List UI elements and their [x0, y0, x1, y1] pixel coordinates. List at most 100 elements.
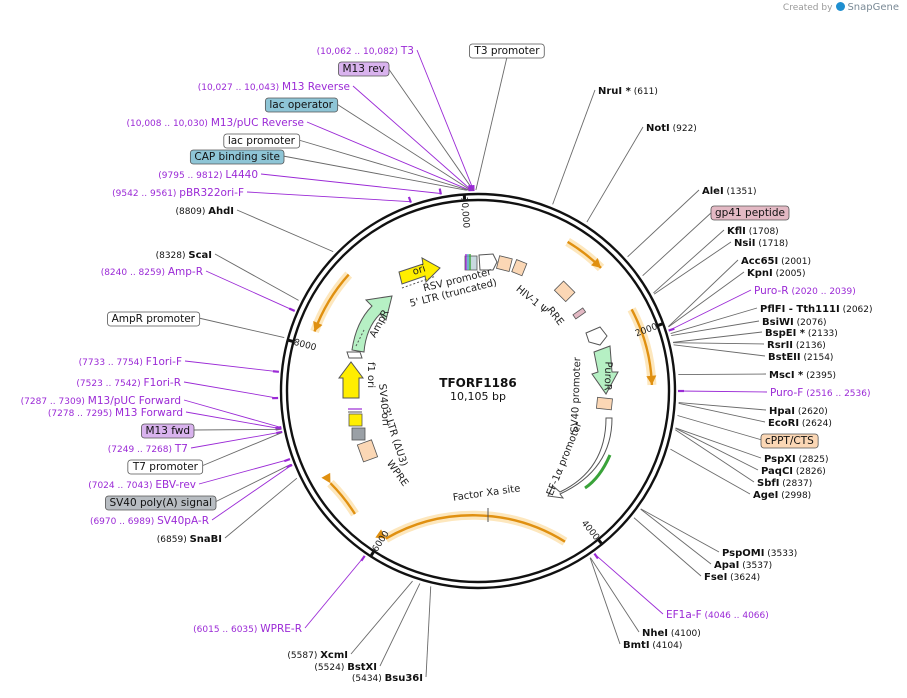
- callout-position: (2020 .. 2039): [789, 287, 856, 297]
- inner-feature-label: SV40 promoter: [570, 356, 584, 433]
- ampr-arrow: [352, 296, 392, 352]
- callout-position: (1718): [755, 239, 788, 249]
- callout-label: (5434) Bsu36I: [352, 673, 423, 684]
- callout-position: (2620): [795, 407, 828, 417]
- callout-agei: AgeI (2998): [753, 490, 811, 501]
- callout-position: (2136): [793, 341, 826, 351]
- callout-leader: [185, 361, 278, 372]
- callout-label: BsiWI (2076): [762, 317, 827, 328]
- callout-leader: [186, 412, 281, 429]
- callout-name: lac promoter: [228, 135, 296, 147]
- callout-position: (2154): [801, 353, 834, 363]
- callout-position: (922): [670, 124, 697, 134]
- callout-label: (7249 .. 7268) T7: [108, 443, 188, 455]
- callout-name: KflI: [727, 226, 746, 237]
- callout-position: (7523 .. 7542): [76, 379, 143, 389]
- callout-label: (7024 .. 7043) EBV-rev: [88, 479, 196, 491]
- inner-feature-label: f1 ori: [365, 362, 376, 388]
- sv40-promoter-arrow: [586, 327, 607, 345]
- callout-pspomi: PspOMI (3533): [722, 548, 797, 559]
- callout-bsteii: BstEII (2154): [768, 352, 833, 363]
- callout-m13-fwd: M13 fwd: [141, 424, 194, 438]
- callout-name: FseI: [704, 572, 727, 583]
- callout-leader: [676, 428, 761, 458]
- callout-nhei: NheI (4100): [642, 628, 701, 639]
- callout-name: AleI: [702, 186, 724, 197]
- callout-leader: [587, 127, 643, 222]
- callout-label: T7 promoter: [132, 461, 199, 473]
- ltr-box: [465, 256, 477, 270]
- callout-label: FseI (3624): [704, 572, 760, 583]
- inner-feature-label: RRE: [544, 305, 565, 328]
- callout-pbr322ori-f: (9542 .. 9561) pBR322ori-F: [112, 187, 244, 199]
- callout-m13-puc-reverse: (10,008 .. 10,030) M13/pUC Reverse: [127, 117, 305, 129]
- callout-name: EcoRI: [768, 418, 799, 429]
- callout-position: (2005): [773, 269, 806, 279]
- callout-label: lac promoter: [228, 135, 296, 147]
- callout-position: (9795 .. 9812): [158, 171, 225, 181]
- callout-leader: [590, 558, 639, 632]
- callout-snabi: (6859) SnaBI: [157, 534, 222, 545]
- callout-leader: [643, 212, 712, 276]
- callout-label: Acc65I (2001): [741, 256, 811, 267]
- callout-label: AgeI (2998): [753, 490, 811, 501]
- callout-name: PflFI - Tth111I: [760, 304, 840, 315]
- callout-pflfi-tth111i: PflFI - Tth111I (2062): [760, 304, 873, 315]
- callout-label: CAP binding site: [194, 151, 280, 163]
- callout-m13-reverse: (10,027 .. 10,043) M13 Reverse: [198, 81, 350, 93]
- callout-name: M13/pUC Forward: [88, 395, 181, 407]
- callout-name: PspXI: [764, 454, 796, 465]
- snapgene-logo-icon: [836, 2, 845, 11]
- callout-name: F1ori-R: [144, 377, 181, 389]
- callout-name: EF1a-F: [666, 609, 702, 621]
- callout-leader: [225, 478, 297, 538]
- callout-position: (2998): [778, 491, 811, 501]
- callout-position: (3537): [739, 561, 772, 571]
- top-feature-stack: [466, 254, 470, 270]
- psi-box: [496, 256, 512, 272]
- callout-name: MscI *: [769, 370, 804, 381]
- callout-position: (2624): [799, 419, 832, 429]
- callout-label: (9542 .. 9561) pBR322ori-F: [112, 187, 244, 199]
- callout-name: NheI: [642, 628, 668, 639]
- callout-m13-puc-forward: (7287 .. 7309) M13/pUC Forward: [21, 395, 181, 407]
- primer-marker: [669, 329, 675, 331]
- primer-marker: [273, 371, 279, 372]
- callout-leader: [678, 374, 766, 375]
- callout-bstxi: (5524) BstXI: [314, 662, 377, 673]
- callout-name: SbfI: [757, 478, 779, 489]
- callout-name: HpaI: [769, 406, 795, 417]
- callout-puro-f: Puro-F (2516 .. 2536): [770, 387, 870, 399]
- callout-position: (4100): [668, 629, 701, 639]
- callout-leader: [590, 558, 620, 644]
- callout-puro-r: Puro-R (2020 .. 2039): [754, 285, 856, 297]
- callout-position: (6859): [157, 535, 190, 545]
- wpre-box: [357, 440, 377, 462]
- callout-label: (10,062 .. 10,082) T3: [317, 45, 414, 57]
- callout-position: (2825): [796, 455, 829, 465]
- orf-arc-halo: [632, 309, 652, 385]
- callout-leader: [426, 586, 431, 677]
- callout-leader: [634, 518, 701, 576]
- callout-label: (7278 .. 7295) M13 Forward: [48, 407, 183, 419]
- callout-bsiwi: BsiWI (2076): [762, 317, 827, 328]
- callout-label: (8328) ScaI: [156, 250, 212, 261]
- callout-position: (6970 .. 6989): [90, 517, 157, 527]
- callout-name: T3: [400, 45, 414, 57]
- plasmid-name: TFORF1186: [439, 376, 516, 390]
- callout-position: (5434): [352, 674, 385, 684]
- callout-label: T3 promoter: [473, 45, 540, 57]
- callout-position: (7287 .. 7309): [21, 397, 88, 407]
- ring-tick-label: 8000: [292, 338, 317, 354]
- callout-label: (10,008 .. 10,030) M13/pUC Reverse: [127, 117, 305, 129]
- callout-label: (9795 .. 9812) L4440: [158, 169, 258, 181]
- rre-box-2: [554, 281, 575, 302]
- callout-position: (7024 .. 7043): [88, 481, 155, 491]
- callout-position: (10,008 .. 10,030): [127, 119, 211, 129]
- callout-name: T7 promoter: [132, 461, 199, 473]
- callout-name: Amp-R: [168, 266, 203, 278]
- primer-marker: [284, 459, 290, 461]
- callout-label: M13 rev: [342, 63, 385, 75]
- callout-lac-promoter: lac promoter: [224, 134, 300, 148]
